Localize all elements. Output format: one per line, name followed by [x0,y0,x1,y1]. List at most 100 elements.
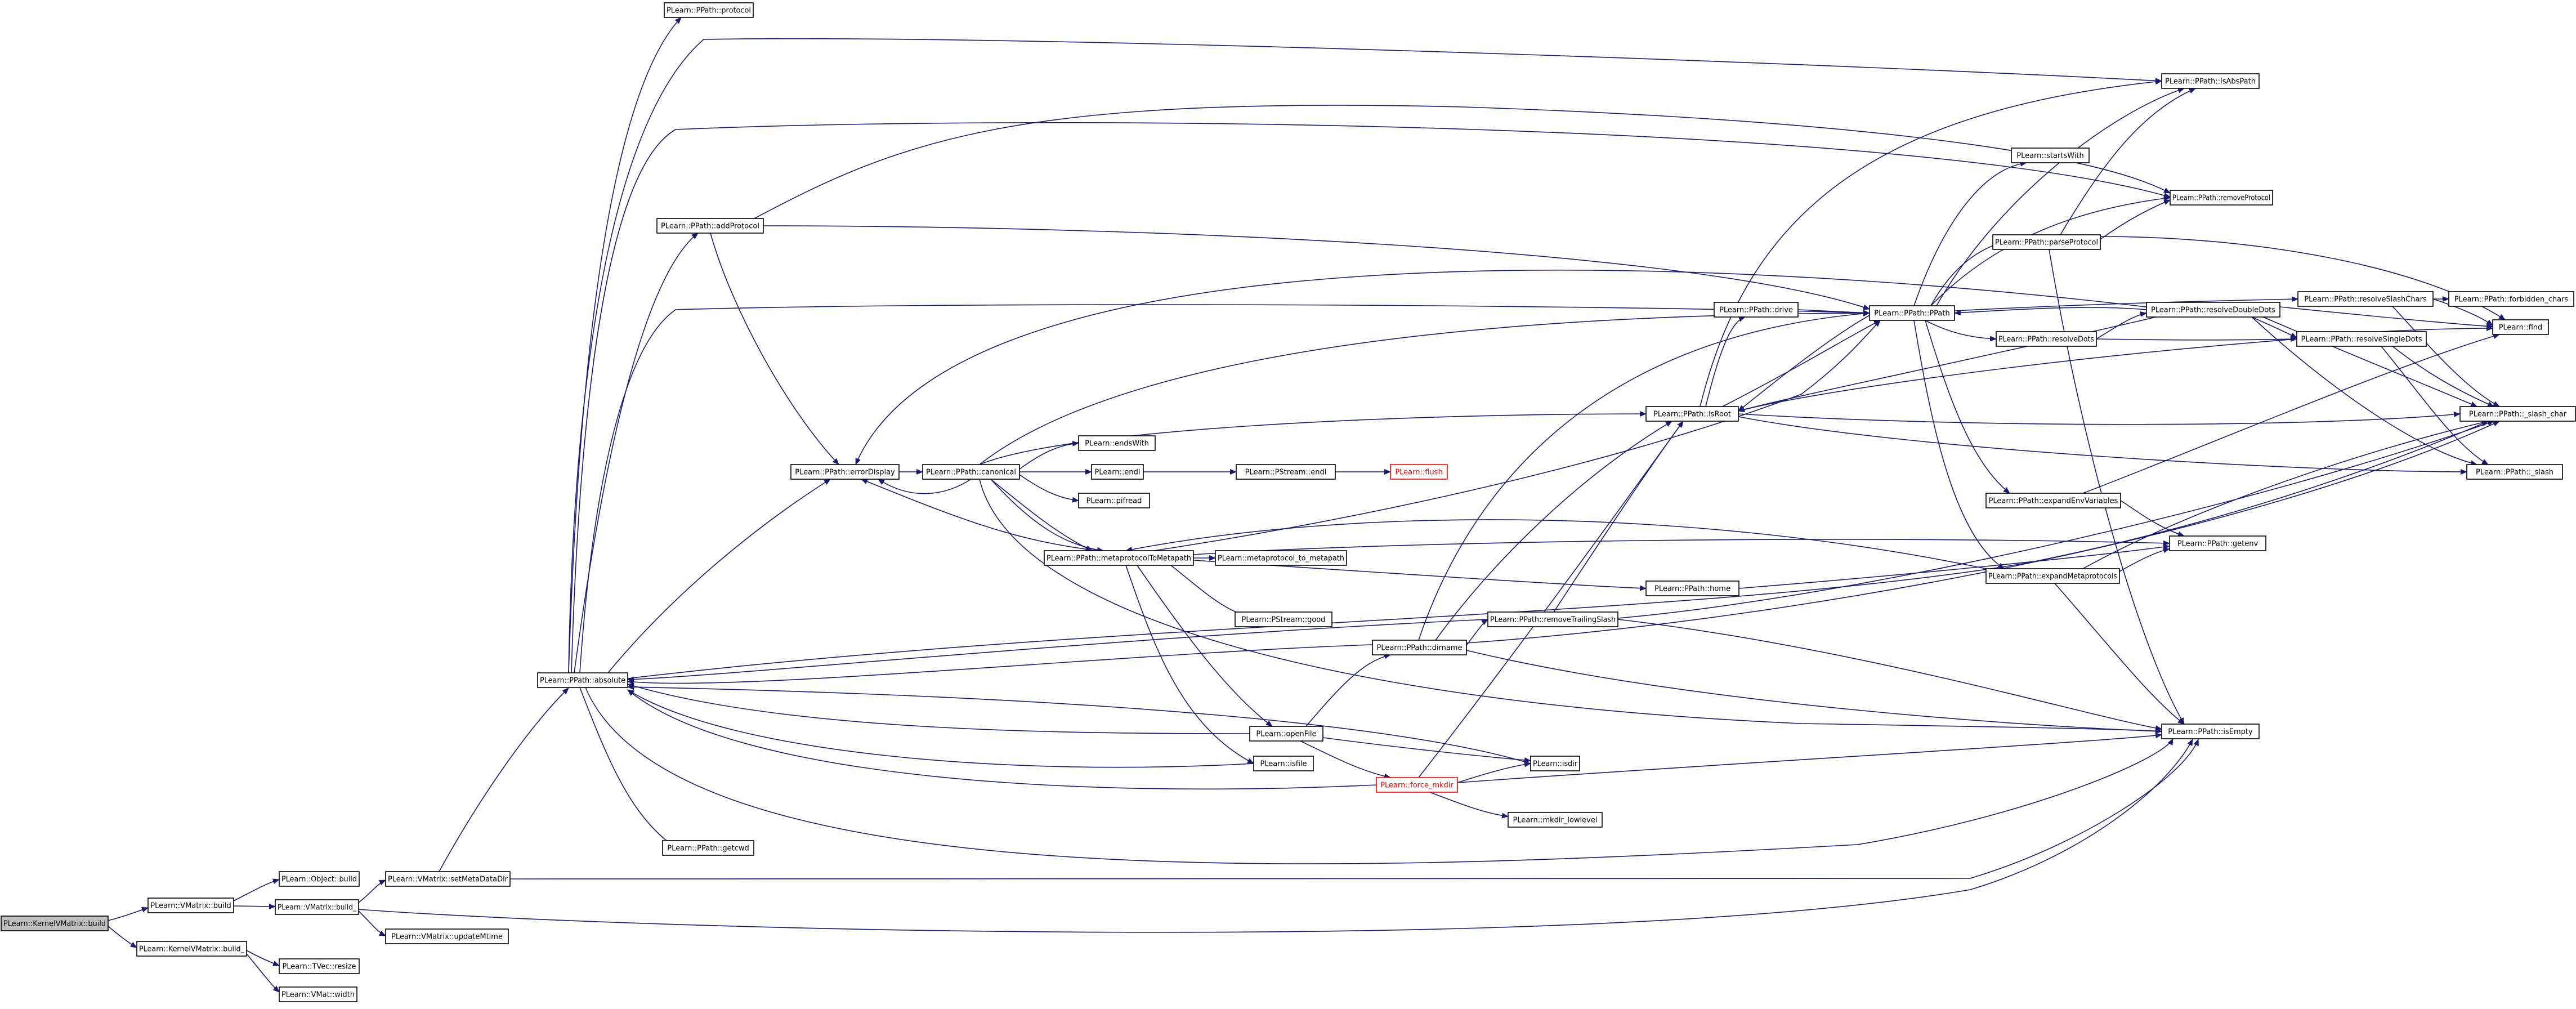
function-node[interactable]: PLearn::PPath::protocol [664,2,754,18]
call-edge [2251,316,2297,338]
call-edge [1738,338,2297,412]
call-edge [233,878,280,901]
function-node[interactable]: PLearn::PPath::canonical [922,464,1020,480]
function-node[interactable]: PLearn::KernelVMatrix::build [1,916,109,931]
function-node[interactable]: PLearn::TVec::resize [279,958,360,974]
function-node-box [790,464,900,480]
function-node-box [1390,464,1448,480]
function-node[interactable]: PLearn::PPath::errorDisplay [790,464,900,480]
call-edge [1466,650,2162,734]
function-node-label: PLearn::VMatrix::setMetaDataDir [388,876,508,884]
function-node[interactable]: PLearn::PPath::resolveSingleDots [2296,331,2427,347]
function-node[interactable]: PLearn::endsWith [1078,435,1156,451]
call-edge [1617,420,2494,619]
function-node[interactable]: PLearn::flush [1390,464,1448,480]
function-node[interactable]: PLearn::pifread [1078,493,1150,508]
call-edge [979,411,1647,465]
function-node-box [1091,464,1144,480]
call-edge [2100,199,2171,240]
function-node[interactable]: PLearn::PPath::isRoot [1645,406,1739,422]
function-node[interactable]: PLearn::PPath::PPath [1869,305,1955,321]
function-node[interactable]: PLearn::PPath::resolveSlashChars [2297,291,2434,307]
call-edge [1435,421,1672,641]
function-node-label: PLearn::VMatrix::updateMtime [391,933,503,941]
function-node[interactable]: PLearn::PPath::isEmpty [2161,724,2260,739]
function-node[interactable]: PLearn::force_mkdir [1376,777,1458,793]
function-node[interactable]: PLearn::VMatrix::setMetaDataDir [385,871,511,887]
function-node[interactable]: PLearn::PPath::addProtocol [656,218,764,234]
call-edge [2392,306,2500,407]
function-node-label: PLearn::PPath::isAbsPath [2165,78,2256,86]
call-edge [1797,309,1870,316]
function-node[interactable]: PLearn::PPath::removeTrailingSlash [1487,611,1618,627]
function-node[interactable]: PLearn::VMat::width [279,986,357,1002]
function-node[interactable]: PLearn::PPath::expandEnvVariables [1985,493,2121,508]
function-node[interactable]: PLearn::PPath::getenv [2169,535,2266,551]
function-node-label: PLearn::openFile [1256,730,1316,739]
function-node-box [1376,777,1458,793]
function-node[interactable]: PLearn::PPath::expandMetaprotocols [1985,568,2120,584]
function-node[interactable]: PLearn::PPath::parseProtocol [1992,234,2101,250]
function-node[interactable]: PLearn::PPath::drive [1714,302,1799,318]
function-node[interactable]: PLearn::openFile [1249,726,1323,742]
function-node-box [2161,73,2260,89]
function-node[interactable]: PLearn::PStream::good [1235,611,1332,627]
function-node[interactable]: PLearn::PPath::isAbsPath [2161,73,2260,89]
call-edge [627,684,1531,764]
function-node[interactable]: PLearn::endl [1091,464,1144,480]
function-node[interactable]: PLearn::metaprotocol_to_metapath [1215,550,1347,566]
function-node[interactable]: PLearn::PPath::resolveDoubleDots [2146,302,2280,318]
function-node-box [922,464,1020,480]
call-edge [2120,500,2185,537]
call-edge [1305,653,1391,727]
function-node[interactable]: PLearn::VMatrix::build [147,898,234,913]
function-node-label: PLearn::PPath::home [1654,585,1730,593]
function-node[interactable]: PLearn::Object::build [279,871,360,887]
function-node[interactable]: PLearn::KernelVMatrix::build_ [136,941,247,957]
function-node[interactable]: PLearn::PPath::getcwd [662,840,754,856]
function-node-box [664,2,754,18]
function-node[interactable]: PLearn::PPath::metaprotocolToMetapath [1044,550,1194,566]
function-node-box [1508,812,1603,828]
function-node[interactable]: PLearn::isdir [1530,756,1580,771]
call-edge [2082,333,2500,494]
call-edge [1418,310,1870,641]
call-edge [1925,320,2010,494]
function-node-box [136,941,247,957]
function-node[interactable]: PLearn::PPath::forbidden_chars [2448,291,2574,307]
call-edge [2119,547,2170,572]
function-node-label: PLearn::Object::build [281,876,357,884]
function-node-label: PLearn::startsWith [2016,152,2084,160]
call-edge [2381,346,2489,465]
call-edge [1930,195,2171,306]
function-node[interactable]: PLearn::VMatrix::updateMtime [385,928,509,944]
call-edge [1954,296,2298,311]
call-edge [754,105,2171,219]
call-edge [108,926,137,948]
call-edge [1019,474,1079,503]
function-node[interactable]: PLearn::PPath::removeProtocol [2170,190,2273,206]
call-edge [627,619,1488,682]
function-node[interactable]: PLearn::isfile [1253,756,1314,771]
call-edge [1153,320,1881,551]
function-node[interactable]: PLearn::PPath::resolveDots [1996,331,2097,347]
call-edge [1137,565,1273,727]
function-node-label: PLearn::KernelVMatrix::build_ [139,945,244,954]
function-node[interactable]: PLearn::find [2492,319,2549,335]
call-edge [2096,311,2147,340]
function-node[interactable]: PLearn::PPath::dirname [1372,640,1467,655]
function-node-label: PLearn::endsWith [1085,440,1149,448]
function-node[interactable]: PLearn::PPath::_slash [2466,464,2563,480]
function-node[interactable]: PLearn::mkdir_lowlevel [1508,812,1603,828]
function-node-box [279,986,357,1002]
function-node[interactable]: PLearn::VMatrix::build_ [275,899,359,915]
function-node[interactable]: PLearn::PStream::endl [1236,464,1336,480]
call-edge [233,903,276,909]
function-node-label: PLearn::mkdir_lowlevel [1513,816,1598,825]
function-node[interactable]: PLearn::startsWith [2011,148,2090,163]
function-node[interactable]: PLearn::PPath::home [1645,581,1739,596]
function-node-label: PLearn::PPath::dirname [1377,644,1463,653]
function-node[interactable]: PLearn::PPath::_slash_char [2459,406,2576,422]
function-node[interactable]: PLearn::PPath::absolute [537,672,628,688]
